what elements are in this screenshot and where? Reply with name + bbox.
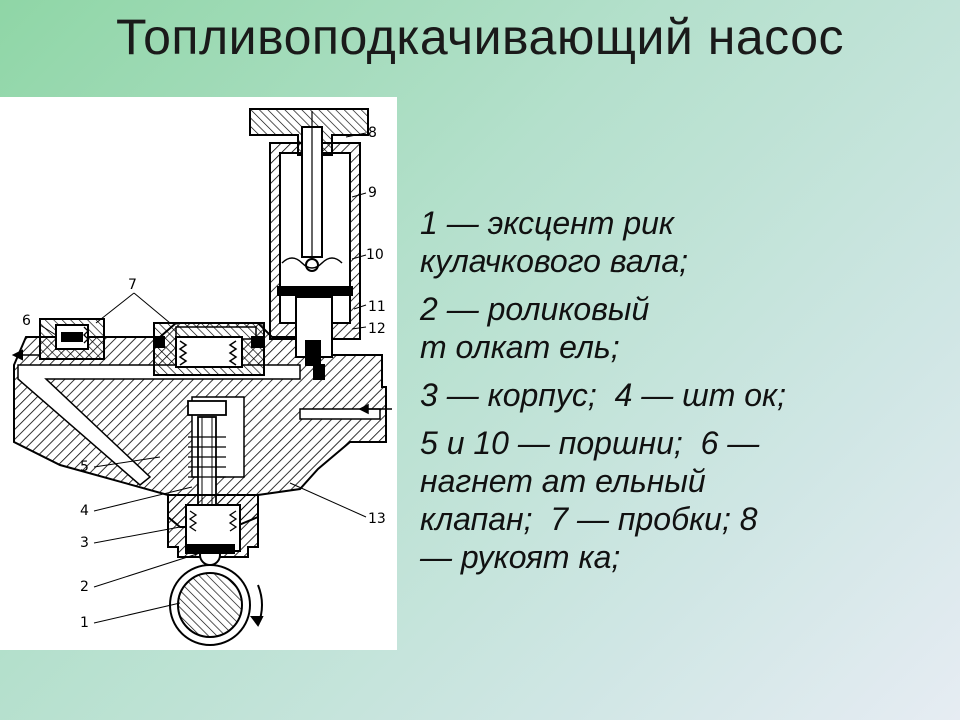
eccentric-cam [169, 564, 264, 646]
legend-line: нагнет ат ельный [420, 463, 706, 499]
delivery-valve [11, 318, 105, 361]
legend-line: кулачкового вала; [420, 243, 688, 279]
callout-3: 3 [80, 535, 89, 551]
callout-13: 13 [368, 511, 386, 527]
callout-9: 9 [368, 185, 377, 201]
callout-1: 1 [80, 615, 89, 631]
legend-line: 2 — роликовый [420, 291, 650, 327]
callouts: 1 2 3 4 5 6 7 8 9 10 11 12 13 [22, 125, 386, 631]
legend-item-3: 3 — корпус; 4 — шт ок; [420, 376, 950, 414]
page-title: Топливоподкачивающий насос [115, 9, 845, 65]
legend-line: 1 — эксцент рик [420, 205, 675, 241]
inlet [358, 403, 392, 415]
pump-diagram: 1 2 3 4 5 6 7 8 9 10 11 12 13 [0, 97, 397, 650]
callout-5: 5 [80, 459, 89, 475]
legend-line: т олкат ель; [420, 329, 620, 365]
legend: 1 — эксцент рик кулачкового вала; 2 — ро… [420, 204, 950, 586]
callout-4: 4 [80, 503, 89, 519]
callout-11: 11 [368, 299, 386, 315]
legend-line: 5 и 10 — поршни; 6 — [420, 425, 760, 461]
legend-item-2: 2 — роликовый т олкат ель; [420, 290, 950, 366]
callout-10: 10 [366, 247, 384, 263]
legend-item-4: 5 и 10 — поршни; 6 — нагнет ат ельный кл… [420, 424, 950, 576]
legend-line: 3 — корпус; 4 — шт ок; [420, 377, 787, 413]
top-cover [153, 322, 265, 376]
legend-item-1: 1 — эксцент рик кулачкового вала; [420, 204, 950, 280]
callout-2: 2 [80, 579, 89, 595]
legend-line: клапан; 7 — пробки; 8 [420, 501, 758, 537]
callout-8: 8 [368, 125, 377, 141]
lower-housing [167, 494, 259, 566]
legend-line: — рукоят ка; [420, 539, 621, 575]
hand-pump [249, 108, 369, 380]
callout-6: 6 [22, 313, 31, 329]
callout-12: 12 [368, 321, 386, 337]
callout-7: 7 [128, 277, 137, 293]
leader-lines [39, 132, 367, 624]
